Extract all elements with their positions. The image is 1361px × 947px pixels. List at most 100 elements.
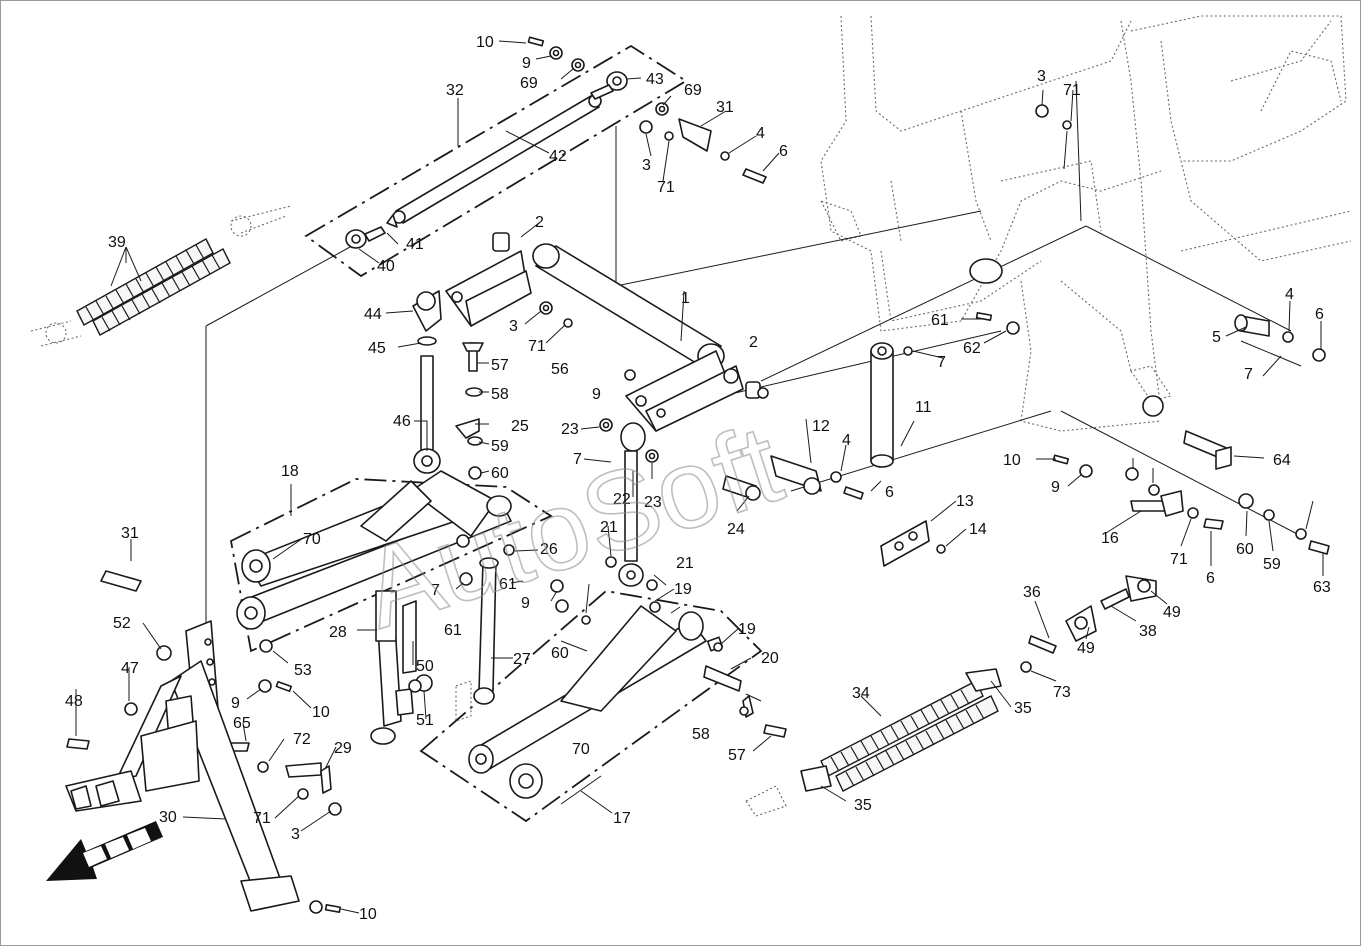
- callout-label: 3: [642, 157, 651, 174]
- callout-label: 3: [509, 318, 518, 335]
- callout-label: 4: [1285, 286, 1294, 303]
- main-rocker-shaft: [445, 232, 761, 432]
- callout-label: 6: [885, 484, 894, 501]
- callout-label: 29: [334, 740, 352, 757]
- callout-label: 59: [491, 438, 509, 455]
- callout-label: 56: [551, 361, 569, 378]
- spring-pair-upper: [30, 205, 292, 347]
- callout-label: 60: [551, 645, 569, 662]
- callout-label: 52: [113, 615, 131, 632]
- callout-label: 44: [364, 306, 382, 323]
- callout-label: 9: [522, 55, 531, 72]
- callout-label: 36: [1023, 584, 1041, 601]
- callout-label: 43: [646, 71, 664, 88]
- callout-label: 9: [521, 595, 530, 612]
- callout-label: 58: [491, 386, 509, 403]
- callout-label: 10: [476, 34, 494, 51]
- callout-label: 6: [1315, 306, 1324, 323]
- callout-label: 28: [329, 624, 347, 641]
- callout-label: 10: [1003, 452, 1021, 469]
- callout-label: 27: [513, 651, 531, 668]
- callout-label: 9: [1051, 479, 1060, 496]
- callout-label: 34: [852, 685, 870, 702]
- callout-label: 18: [281, 463, 299, 480]
- lower-arm-upper: [236, 470, 515, 630]
- callout-label: 47: [121, 660, 139, 677]
- callout-label: 71: [253, 810, 271, 827]
- callout-label: 14: [969, 521, 987, 538]
- lower-arm-lower: [468, 605, 724, 799]
- callout-label: 61: [499, 576, 517, 593]
- right-pivot-pins: [969, 104, 1330, 555]
- callout-label: 1: [681, 290, 690, 307]
- callout-label: 20: [761, 650, 779, 667]
- pivot-column: [722, 342, 946, 567]
- callout-label: 10: [312, 704, 330, 721]
- callout-label: 35: [854, 797, 872, 814]
- callout-label: 3: [1037, 68, 1046, 85]
- callout-label: 69: [684, 82, 702, 99]
- callout-label: 24: [727, 521, 745, 538]
- callout-label: 32: [446, 82, 464, 99]
- callout-label: 39: [108, 234, 126, 251]
- vertical-link: [412, 290, 484, 480]
- callout-label: 45: [368, 340, 386, 357]
- callout-label: 7: [937, 354, 946, 371]
- callout-label: 71: [657, 179, 675, 196]
- callout-label: 6: [1206, 570, 1215, 587]
- callout-label: 7: [431, 582, 440, 599]
- callout-label: 2: [535, 214, 544, 231]
- callout-label: 35: [1014, 700, 1032, 717]
- callout-label: 21: [600, 519, 618, 536]
- callout-label: 48: [65, 693, 83, 710]
- callout-label: 16: [1101, 530, 1119, 547]
- callout-label: 7: [1244, 366, 1253, 383]
- travel-direction-arrow: [46, 821, 163, 881]
- background-frame: [819, 15, 1352, 432]
- callout-label: 31: [121, 525, 139, 542]
- callout-label: 69: [520, 75, 538, 92]
- callout-label: 61: [444, 622, 462, 639]
- callout-label: 25: [511, 418, 529, 435]
- callout-label: 53: [294, 662, 312, 679]
- top-link-rod: [345, 36, 669, 249]
- callout-label: 71: [1170, 551, 1188, 568]
- callout-label: 23: [561, 421, 579, 438]
- callout-label: 7: [573, 451, 582, 468]
- spring-pair-lower: [800, 668, 1002, 792]
- callout-label: 26: [540, 541, 558, 558]
- callout-label: 57: [728, 747, 746, 764]
- callout-label: 17: [613, 810, 631, 827]
- callout-label: 19: [738, 621, 756, 638]
- callout-label: 57: [491, 357, 509, 374]
- callout-label: 62: [963, 340, 981, 357]
- callout-label: 23: [644, 494, 662, 511]
- callout-label: 42: [549, 148, 567, 165]
- callout-label: 5: [1212, 329, 1221, 346]
- callout-label: 40: [377, 258, 395, 275]
- callout-label: 46: [393, 413, 411, 430]
- callout-label: 31: [716, 99, 734, 116]
- callout-label: 70: [572, 741, 590, 758]
- callout-label: 63: [1313, 579, 1331, 596]
- leader-lines: [75, 40, 1324, 914]
- callout-label: 58: [692, 726, 710, 743]
- callout-label: 50: [416, 658, 434, 675]
- callout-label: 61: [931, 312, 949, 329]
- callout-label: 6: [779, 143, 788, 160]
- watermark: AutoSoft: [348, 400, 795, 652]
- callout-label: 11: [915, 399, 932, 416]
- callout-labels: 1 2 2 3 3 3 3 4 4 4 5 6 6 6 6 7 7 7 7 9 …: [65, 34, 1331, 923]
- callout-label: 72: [293, 731, 311, 748]
- callout-label: 60: [1236, 541, 1254, 558]
- a-frame-stand: [65, 620, 300, 912]
- callout-label: 59: [1263, 556, 1281, 573]
- callout-label: 65: [233, 715, 251, 732]
- callout-label: 19: [674, 581, 692, 598]
- callout-label: 12: [812, 418, 830, 435]
- callout-label: 4: [842, 432, 851, 449]
- callout-label: 51: [416, 712, 434, 729]
- callout-label: 30: [159, 809, 177, 826]
